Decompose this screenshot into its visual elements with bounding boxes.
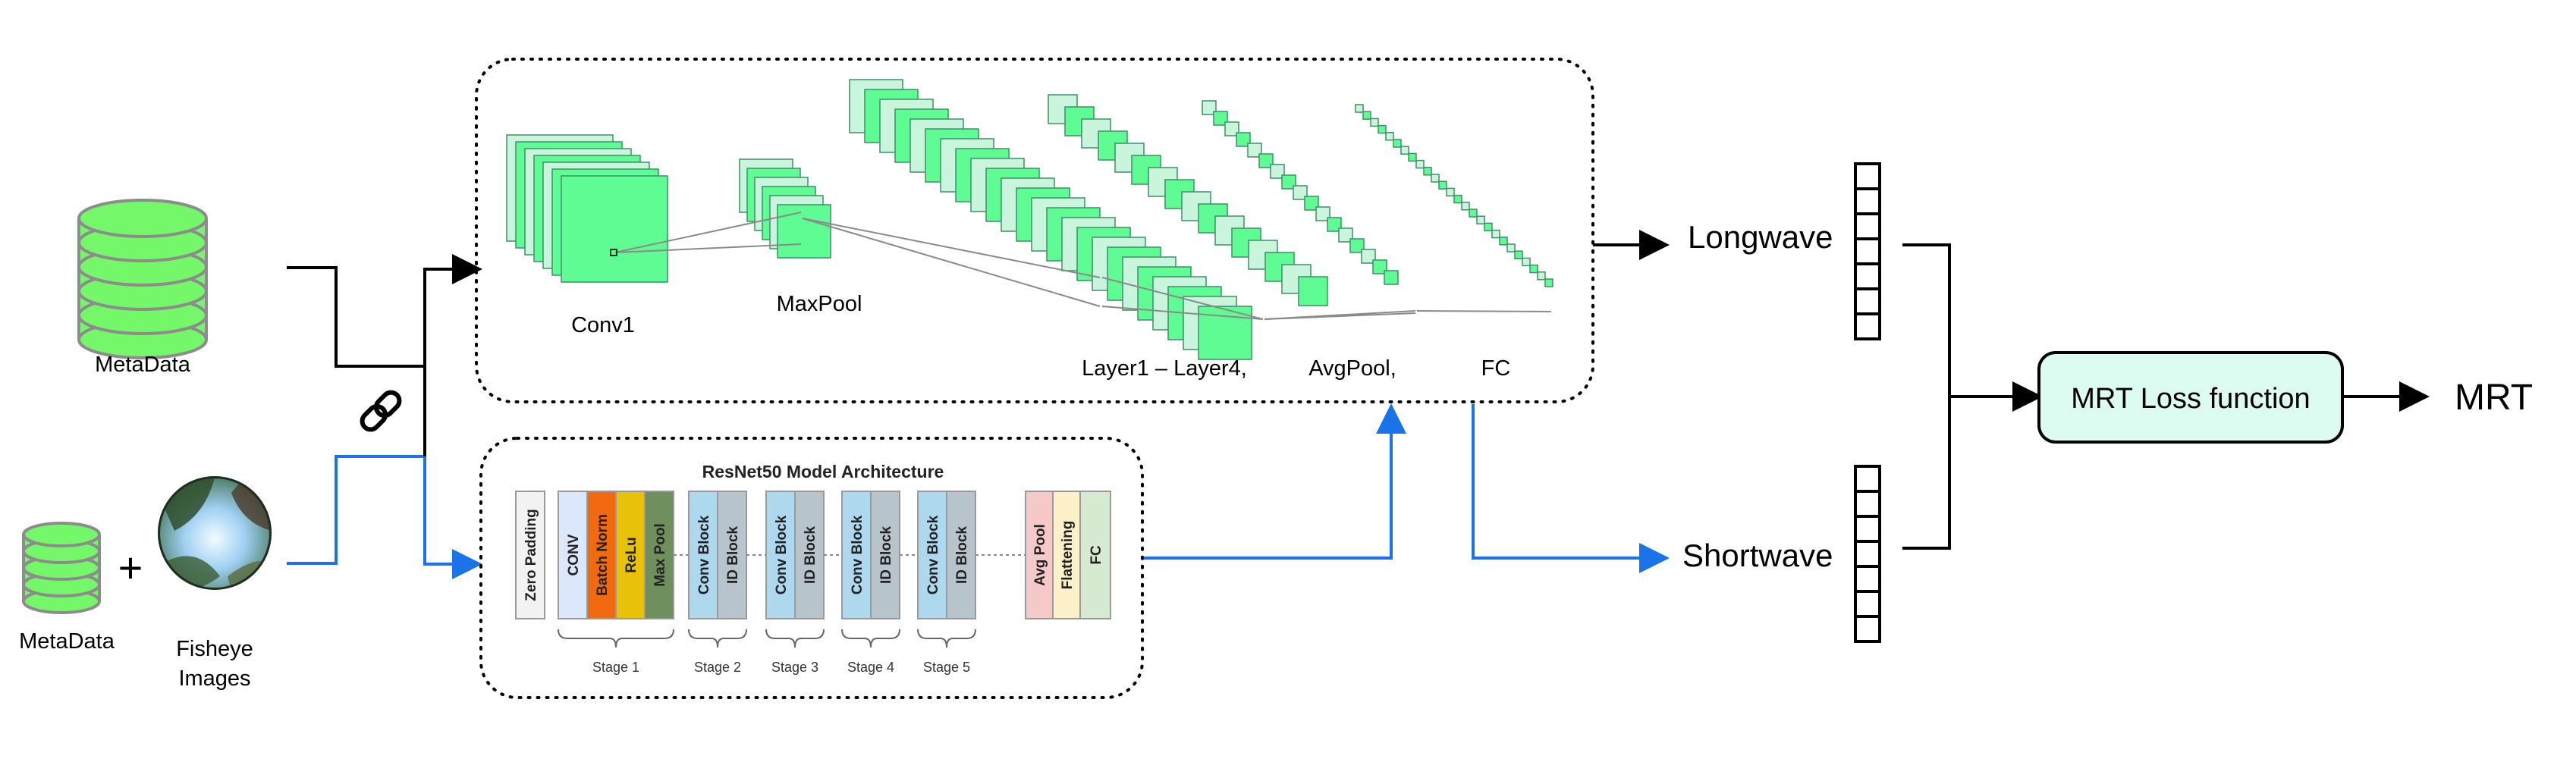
metadata-database-icon [77, 199, 208, 359]
cnn-panel-frame [475, 58, 1594, 403]
svg-text:Conv Block: Conv Block [925, 515, 941, 594]
longwave-vector-icon [1854, 162, 1881, 340]
resnet-blocks: Zero Padding CONV Batch Norm ReLu Max Pool Co… [515, 491, 1111, 675]
svg-text:ID Block: ID Block [725, 526, 741, 584]
maxpool-label: MaxPool [777, 292, 862, 316]
stage-label: Stage 5 [923, 660, 970, 675]
svg-text:Conv Block: Conv Block [774, 515, 790, 594]
svg-text:Conv Block: Conv Block [696, 515, 712, 594]
loss-function-label: MRT Loss function [2071, 383, 2310, 415]
shortwave-label: Shortwave [1682, 538, 1833, 573]
stage-label: Stage 1 [592, 660, 639, 675]
svg-text:FC: FC [1089, 545, 1104, 565]
link-icon [360, 390, 402, 432]
id-block-stage4: ID Block [870, 491, 900, 619]
avg-pool-block: Avg Pool [1025, 491, 1054, 619]
batch-norm-block: Batch Norm [586, 491, 617, 619]
id-block-stage5: ID Block [946, 491, 976, 619]
conv-block-stage5: Conv Block [917, 491, 947, 619]
fc-block: FC [1079, 491, 1111, 619]
fc-label: FC [1481, 356, 1511, 381]
flow-connectors [1144, 230, 2430, 573]
input-connectors [287, 254, 482, 579]
conv-block-stage1: CONV [558, 491, 588, 619]
flattening-block: Flattening [1052, 491, 1081, 619]
shortwave-vector-icon [1854, 465, 1881, 643]
svg-text:Zero Padding: Zero Padding [523, 509, 539, 601]
resnet-panel-frame [479, 437, 1144, 699]
conv-block-stage4: Conv Block [841, 491, 872, 619]
fisheye-image [158, 476, 272, 590]
svg-text:ReLu: ReLu [624, 537, 639, 573]
longwave-label: Longwave [1688, 219, 1833, 255]
plus-symbol: + [118, 544, 143, 591]
metadata-bottom-label: MetaData [19, 629, 115, 654]
svg-text:ID Block: ID Block [803, 526, 818, 584]
stage-label: Stage 3 [771, 660, 818, 675]
metadata-top-label: MetaData [95, 353, 191, 377]
avgpool-label: AvgPool, [1308, 356, 1396, 381]
max-pool-block: Max Pool [644, 491, 674, 619]
svg-text:Batch Norm: Batch Norm [595, 514, 611, 596]
id-block-stage3: ID Block [794, 491, 825, 619]
svg-text:ID Block: ID Block [954, 526, 970, 584]
svg-text:Avg Pool: Avg Pool [1032, 524, 1048, 586]
cnn-layer-stacks [506, 79, 1553, 360]
id-block-stage2: ID Block [717, 491, 747, 619]
svg-text:Flattening: Flattening [1060, 521, 1076, 590]
metadata-database-small-icon [22, 522, 101, 614]
resnet-title: ResNet50 Model Architecture [702, 462, 944, 481]
mrt-output-label: MRT [2455, 378, 2533, 418]
zero-padding-block: Zero Padding [515, 491, 545, 619]
fisheye-label-line1: Fisheye [176, 637, 253, 661]
relu-block: ReLu [615, 491, 646, 619]
conv1-label: Conv1 [571, 313, 635, 337]
layers-label: Layer1 – Layer4, [1082, 356, 1247, 381]
svg-text:CONV: CONV [566, 534, 582, 575]
fisheye-label-line2: Images [178, 666, 250, 691]
conv-block-stage2: Conv Block [688, 491, 718, 619]
conv-block-stage3: Conv Block [765, 491, 796, 619]
loss-function-box [2037, 351, 2344, 444]
svg-text:Max Pool: Max Pool [652, 523, 668, 586]
stage-label: Stage 2 [694, 660, 741, 675]
svg-text:Conv Block: Conv Block [850, 515, 865, 594]
svg-text:ID Block: ID Block [878, 526, 894, 584]
stage-label: Stage 4 [847, 660, 894, 675]
